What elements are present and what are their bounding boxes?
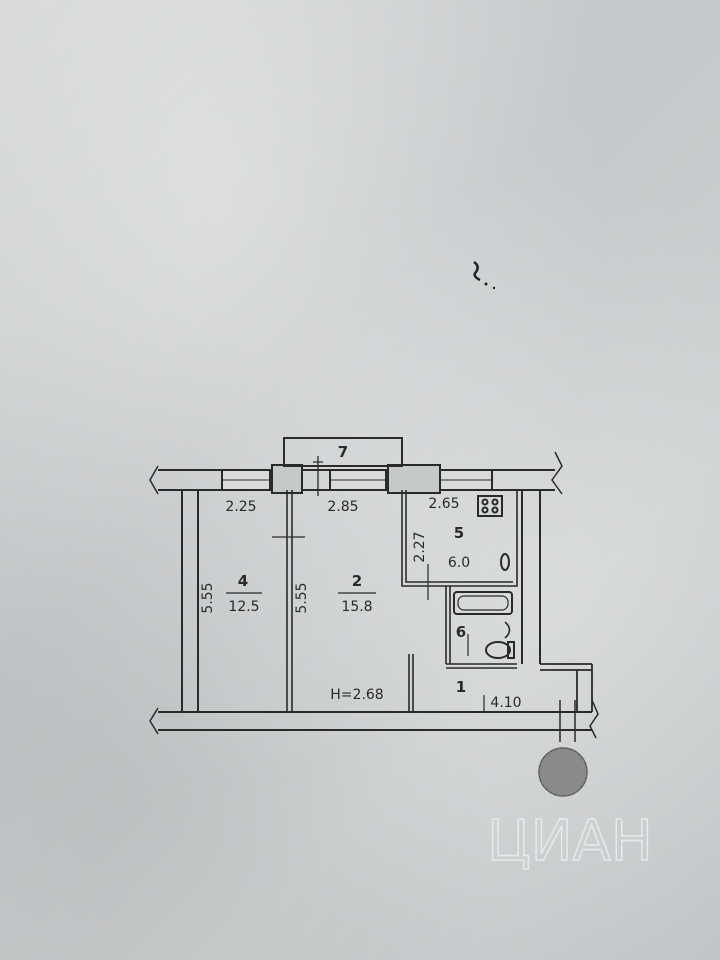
kitchen-sink bbox=[500, 553, 510, 571]
pillar-2 bbox=[387, 464, 441, 494]
bottom-wall bbox=[158, 711, 592, 731]
bottom-wall-break-right bbox=[589, 699, 599, 739]
room-7-number: 7 bbox=[338, 443, 348, 461]
balcony bbox=[283, 437, 403, 467]
sink bbox=[504, 621, 511, 639]
bottom-wall-break-left bbox=[149, 707, 159, 735]
room-4-area: 12.5 bbox=[228, 599, 259, 615]
room-2-area: 15.8 bbox=[341, 599, 372, 615]
room-5-area: 6.0 bbox=[448, 555, 470, 571]
stove bbox=[477, 495, 503, 517]
hall-length-label: 4.10 bbox=[490, 695, 521, 711]
watermark: ЦИАН bbox=[487, 809, 653, 874]
room4-width-label: 2.25 bbox=[225, 499, 256, 515]
toilet bbox=[485, 641, 511, 659]
bathtub bbox=[453, 591, 513, 615]
room-5-number: 5 bbox=[454, 524, 464, 542]
hall-door-post bbox=[408, 654, 414, 712]
room2-length-label: 5.55 bbox=[294, 582, 310, 613]
room5-length-label: 2.27 bbox=[412, 531, 428, 562]
entry-door-mark bbox=[559, 700, 576, 742]
room-4-number: 4 bbox=[238, 572, 248, 590]
room5-width-label: 2.65 bbox=[428, 496, 459, 512]
pillar-1 bbox=[271, 464, 303, 494]
top-wall-break-right bbox=[551, 451, 563, 495]
room-1-number: 1 bbox=[456, 678, 466, 696]
ink-mark bbox=[473, 260, 481, 282]
bathroom-wall bbox=[445, 586, 517, 669]
room2-width-label: 2.85 bbox=[327, 499, 358, 515]
partition-4-2 bbox=[286, 490, 293, 712]
kitchen-wall bbox=[401, 490, 518, 587]
room4-length-label: 5.55 bbox=[200, 582, 216, 613]
right-wall bbox=[521, 490, 541, 664]
ceiling-height-label: H=2.68 bbox=[330, 687, 383, 703]
left-wall bbox=[181, 490, 199, 712]
top-wall-break-left bbox=[149, 465, 159, 495]
room-6-number: 6 bbox=[456, 623, 466, 641]
room-2-number: 2 bbox=[352, 572, 362, 590]
